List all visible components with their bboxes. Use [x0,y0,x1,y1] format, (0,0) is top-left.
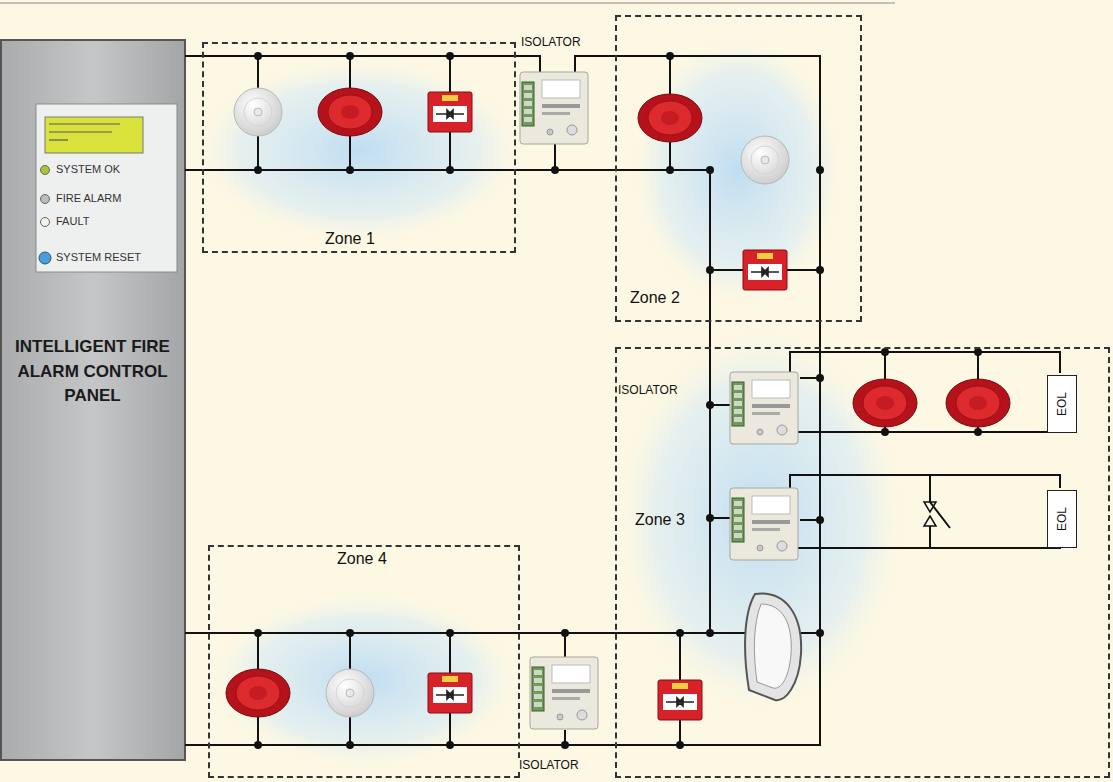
zone-label: Zone 2 [630,289,680,307]
eol-resistor: EOL [1047,375,1077,433]
junction-dot [881,348,889,356]
junction-dot [881,428,889,436]
isolator-module [520,72,588,144]
junction-dot [974,348,982,356]
zone-label: Zone 4 [337,550,387,568]
zone-region: Zone 3 EOL EOL [615,347,1110,778]
isolator-module [730,488,798,560]
junction-dot [706,401,714,409]
eol-label: EOL [1055,392,1069,416]
sounder [853,379,917,427]
isolator-label: ISOLATOR [518,758,580,772]
led-grey [41,195,50,204]
junction-dot [254,629,262,637]
junction-dot [446,166,454,174]
zone-label: Zone 1 [325,230,375,248]
sounder [226,669,290,717]
isolator-label: ISOLATOR [617,383,679,397]
manual-call-point [428,673,472,713]
wire [185,56,820,745]
smoke-detector [741,136,789,184]
wall-sounder-beacon [745,594,801,701]
lcd-lines [49,124,120,140]
junction-dot [254,52,262,60]
wire [929,526,931,548]
zone-region: Zone 4 [208,545,520,778]
sounder [946,379,1010,427]
eol-label: EOL [1055,507,1069,531]
smoke-detector [326,669,374,717]
wire [185,170,710,633]
junction-dot [816,166,824,174]
junction-dot [561,741,569,749]
isolator-label: ISOLATOR [520,35,582,49]
panel-housing [1,40,185,760]
control-panel: SYSTEM OK FIRE ALARM FAULT SYSTEM RESET INTE… [0,40,185,760]
wire [790,475,1060,488]
wire [185,56,540,74]
led-white [41,218,50,227]
junction-dot [706,629,714,637]
junction-dot [446,52,454,60]
isolator-module [730,372,798,444]
eol-resistor: EOL [1047,490,1077,548]
zone-region: Zone 1 [202,42,516,253]
reset-button [39,252,51,264]
indicator-label: SYSTEM OK [56,163,120,175]
indicator-label: FAULT [56,215,89,227]
panel-title: INTELLIGENT FIRE ALARM CONTROL PANEL [15,335,170,409]
junction-dot [816,629,824,637]
junction-dot [816,516,824,524]
junction-dot [346,741,354,749]
junction-dot [974,428,982,436]
junction-dot [254,166,262,174]
zone-region: Zone 2 [615,15,862,322]
smoke-detector [234,88,282,136]
junction-dot [254,741,262,749]
sounder [318,88,382,136]
wire [790,352,1060,373]
panel-front-plate [36,104,177,272]
junction-dot [816,374,824,382]
junction-dot [346,52,354,60]
junction-dot [816,266,824,274]
top-rule [0,3,895,4]
sounder [638,94,702,142]
lcd-display [45,117,143,153]
indicator-label: SYSTEM RESET [56,251,141,263]
isolator-module [530,657,598,729]
junction-dot [706,514,714,522]
zone-glow [189,55,529,245]
led-green [41,166,50,175]
junction-dot [666,166,674,174]
manual-call-point [743,250,787,290]
junction-dot [706,166,714,174]
wire [798,431,1060,433]
junction-dot [561,629,569,637]
indicator-label: FIRE ALARM [56,192,121,204]
junction-dot [676,741,684,749]
junction-dot [446,741,454,749]
manual-call-point [658,680,702,720]
manual-call-point [428,92,472,132]
zone-glow [204,590,524,770]
junction-dot [446,629,454,637]
zone-label: Zone 3 [635,511,685,529]
junction-dot [676,629,684,637]
junction-dot [706,266,714,274]
junction-dot [666,52,674,60]
junction-dot [551,166,559,174]
switch-contact [924,502,936,526]
junction-dot [346,629,354,637]
junction-dot [346,166,354,174]
zone-glow [610,320,910,720]
